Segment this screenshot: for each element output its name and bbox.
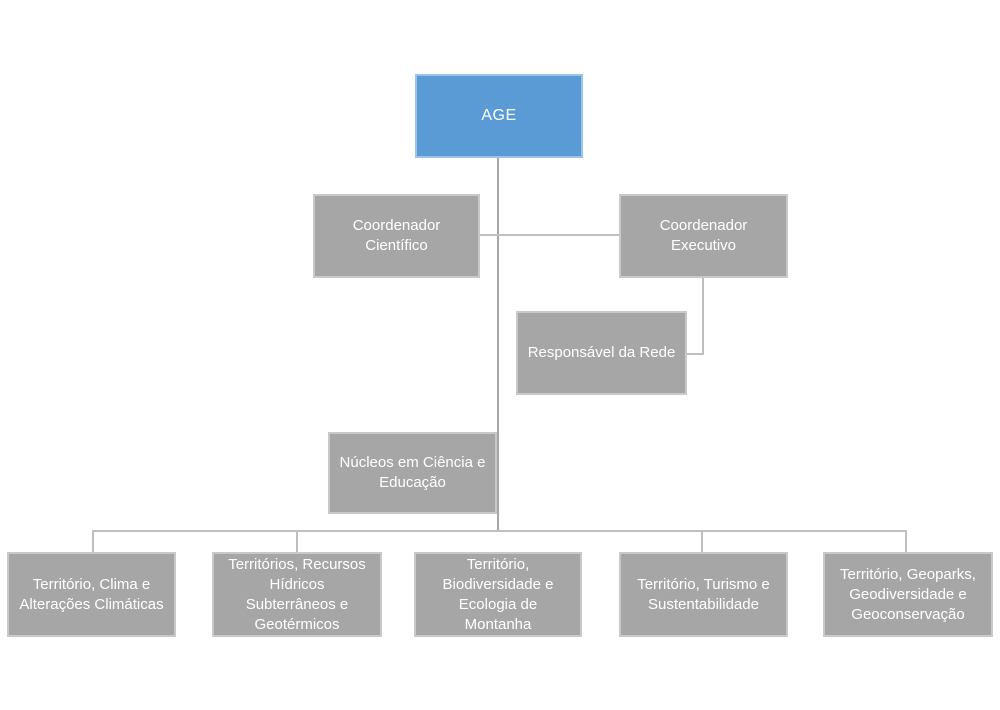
connector-drop-turismo (701, 530, 703, 552)
connector-trunk-vertical (497, 158, 499, 531)
org-node-biodiversidade-label: Território, Biodiversidade e Ecologia de… (442, 555, 554, 633)
org-node-territorio-geoparks: Território, Geoparks, Geodiversidade e G… (823, 552, 993, 637)
connector-responsavel-elbow (687, 353, 704, 355)
org-node-territorio-turismo: Território, Turismo e Sustentabilidade (619, 552, 788, 637)
connector-drop-geoparks (905, 530, 907, 552)
org-node-geoparks-label: Território, Geoparks, Geodiversidade e G… (840, 565, 976, 623)
org-node-responsavel-rede-label: Responsável da Rede (527, 344, 676, 361)
org-node-territorio-clima: Território, Clima e Alterações Climática… (7, 552, 176, 637)
connector-drop-recursos-hidricos (296, 530, 298, 552)
org-node-coordenador-executivo-label: Coordenador Executivo (659, 217, 748, 254)
org-node-coordenador-cientifico-label: Coordenador Científico (352, 217, 441, 254)
org-node-turismo-label: Território, Turismo e Sustentabilidade (637, 575, 770, 613)
org-node-territorio-biodiversidade: Território, Biodiversidade e Ecologia de… (414, 552, 582, 637)
org-node-nucleos-ciencia-educacao: Núcleos em Ciência e Educação (328, 432, 497, 514)
org-node-coordenador-cientifico: Coordenador Científico (313, 194, 480, 278)
connector-bottom-bus (92, 530, 907, 532)
connector-drop-territorio-clima (92, 530, 94, 552)
org-node-responsavel-rede: Responsável da Rede (516, 311, 687, 395)
org-node-age: AGE (415, 74, 583, 158)
connector-coordenadores-horizontal (480, 234, 619, 236)
connector-executivo-drop (702, 278, 704, 355)
org-node-territorios-recursos-hidricos: Territórios, Recursos Hídricos Subterrân… (212, 552, 382, 637)
org-node-nucleos-label: Núcleos em Ciência e Educação (339, 454, 486, 491)
org-node-age-label: AGE (481, 107, 517, 124)
org-node-recursos-hidricos-label: Territórios, Recursos Hídricos Subterrân… (228, 555, 366, 633)
org-node-territorio-clima-label: Território, Clima e Alterações Climática… (19, 575, 164, 613)
org-node-coordenador-executivo: Coordenador Executivo (619, 194, 788, 278)
